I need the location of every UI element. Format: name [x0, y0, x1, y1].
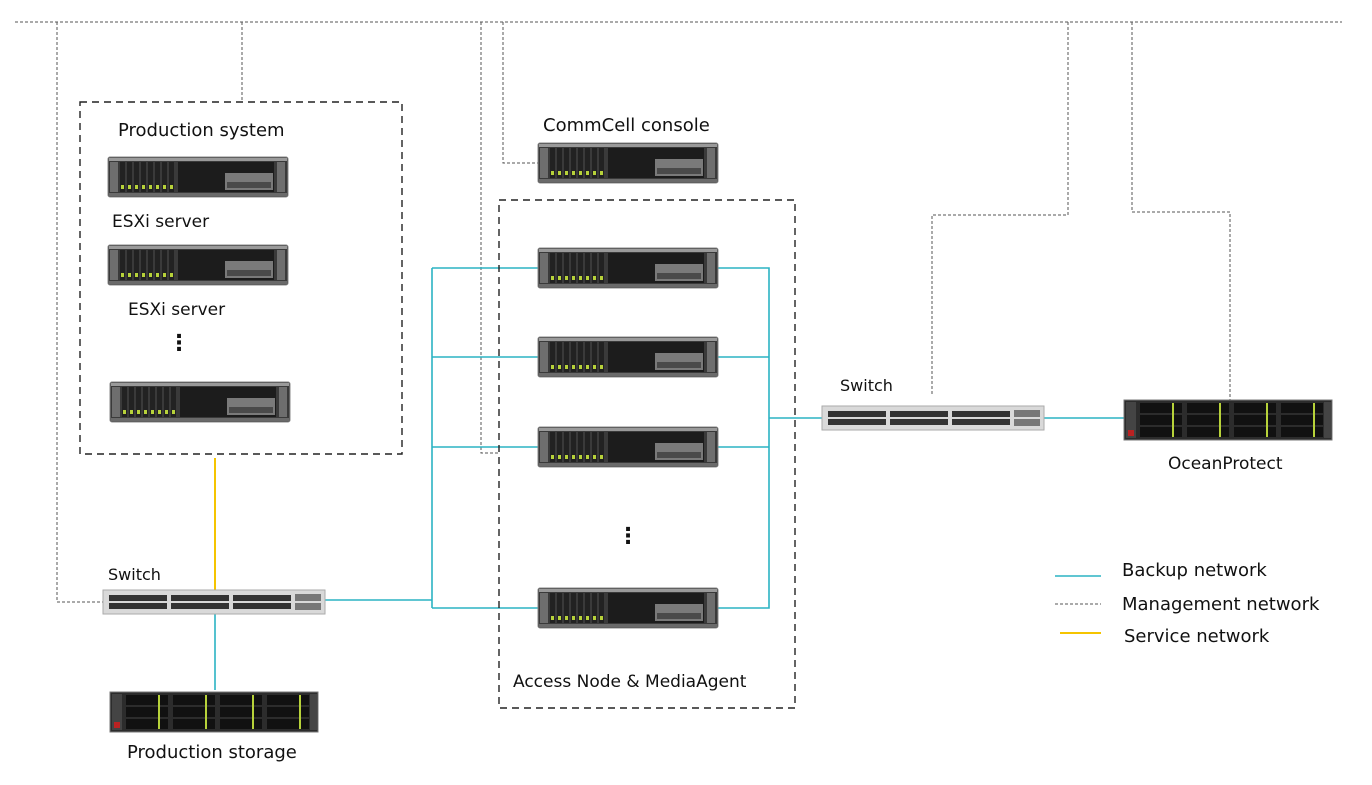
production-system-group — [79, 101, 403, 455]
access-node-group — [498, 199, 796, 709]
commcell-console-icon — [537, 142, 719, 184]
esxi-server-2-label: ESXi server — [128, 300, 225, 320]
switch-right-label: Switch — [840, 376, 893, 395]
legend-backup-label: Backup network — [1122, 560, 1267, 581]
access-node-1-icon — [537, 247, 719, 289]
backup-network-lines — [214, 267, 1124, 690]
access-node-group-label: Access Node & MediaAgent — [513, 672, 747, 692]
legend-management-label: Management network — [1122, 594, 1320, 615]
esxi-server-2-icon — [107, 244, 289, 286]
esxi-ellipsis: ⋮ — [168, 331, 190, 356]
production-storage-icon — [109, 691, 319, 733]
access-node-4-icon — [537, 587, 719, 629]
access-node-2-icon — [537, 336, 719, 378]
commcell-console-label: CommCell console — [543, 115, 710, 136]
switch-left-icon — [102, 589, 326, 615]
access-node-ellipsis: ⋮ — [617, 524, 639, 549]
esxi-server-1-icon — [107, 156, 289, 198]
management-network-lines — [15, 21, 1342, 603]
switch-left-label: Switch — [108, 565, 161, 584]
production-system-label: Production system — [118, 120, 285, 141]
legend-service-label: Service network — [1124, 626, 1270, 647]
esxi-server-3-icon — [109, 381, 291, 423]
access-node-3-icon — [537, 426, 719, 468]
production-storage-label: Production storage — [127, 742, 297, 763]
switch-right-icon — [821, 405, 1045, 431]
esxi-server-1-label: ESXi server — [112, 212, 209, 232]
oceanprotect-label: OceanProtect — [1168, 454, 1283, 474]
oceanprotect-icon — [1123, 399, 1333, 441]
legend: Backup network Management network Servic… — [1055, 560, 1320, 647]
